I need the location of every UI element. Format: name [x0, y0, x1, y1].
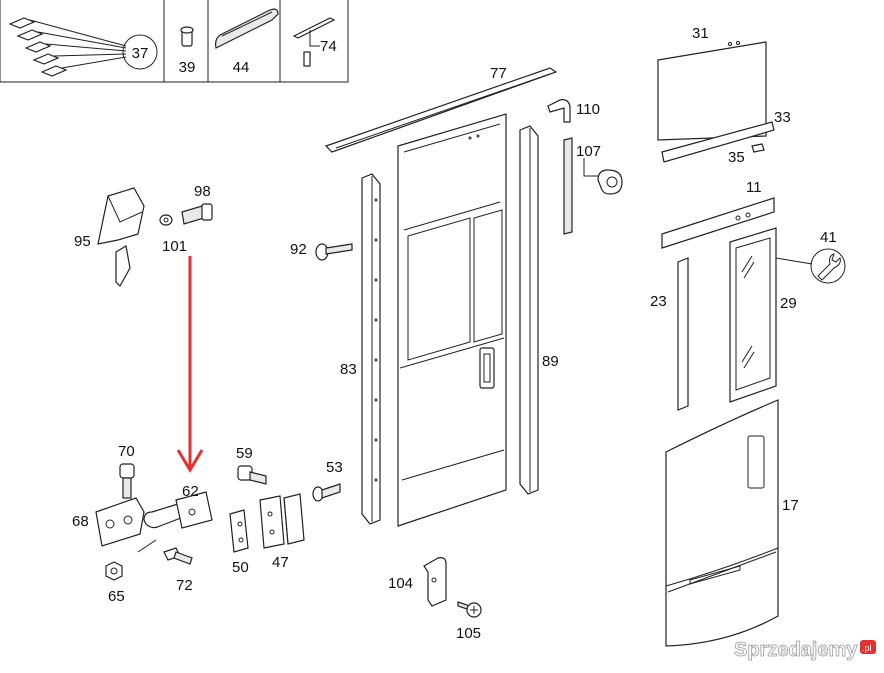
nut-65-part [105, 561, 123, 581]
label-77: 77 [490, 65, 507, 82]
label-105: 105 [456, 625, 481, 642]
hinge-bracket-68-part [95, 497, 145, 547]
hinge-link-62-part [137, 491, 213, 553]
bolt-98-part [181, 203, 213, 225]
label-50: 50 [232, 559, 249, 576]
upper-panel-part [657, 41, 767, 141]
label-92: 92 [290, 241, 307, 258]
label-47: 47 [272, 554, 289, 571]
watermark-badge [860, 640, 876, 654]
label-33: 33 [774, 109, 791, 126]
label-70: 70 [118, 443, 135, 460]
bolt-59-part [237, 465, 267, 485]
hinge-47-part [259, 493, 305, 549]
left-profile-part [361, 173, 381, 525]
trim-strip-11-part [661, 197, 775, 249]
label-107: 107 [576, 143, 601, 160]
screw-105-part [457, 601, 482, 618]
label-65: 65 [108, 588, 125, 605]
label-89: 89 [542, 353, 559, 370]
bolt-72-part [163, 547, 193, 565]
wrench-icon [810, 248, 846, 284]
label-95: 95 [74, 233, 91, 250]
label-37: 37 [132, 45, 149, 62]
label-39: 39 [179, 59, 196, 76]
bracket-part [97, 187, 145, 287]
watermark-text: Sprzedajemy [734, 639, 858, 661]
label-72: 72 [176, 577, 193, 594]
watermark-suffix: .pl [862, 643, 872, 653]
label-31: 31 [692, 25, 709, 42]
label-110: 110 [576, 101, 600, 118]
bolt-70-part [119, 463, 135, 499]
label-104: 104 [388, 575, 413, 592]
label-83: 83 [340, 361, 357, 378]
label-17: 17 [782, 497, 799, 514]
top-rail-part [324, 67, 558, 153]
washer-part [159, 214, 173, 226]
label-59: 59 [236, 445, 253, 462]
trim-strip-33-part [661, 121, 775, 163]
label-62: 62 [182, 483, 199, 500]
screw-92-part [315, 243, 353, 261]
side-strip-23-part [677, 257, 689, 411]
label-29: 29 [780, 295, 797, 312]
fuse-set-part [8, 17, 158, 77]
label-74: 74 [320, 38, 337, 55]
label-98: 98 [194, 183, 211, 200]
door-leaf-part [397, 113, 507, 527]
label-44: 44 [233, 59, 250, 76]
plate-50-part [229, 509, 249, 553]
window-frame-part [729, 227, 813, 403]
inset-table [0, 0, 349, 83]
label-101: 101 [162, 238, 187, 255]
elbow-fitting-part [547, 99, 571, 123]
gasket-strip-part [563, 137, 623, 235]
bracket-104-part [423, 557, 447, 607]
label-68: 68 [72, 513, 89, 530]
red-arrow [176, 256, 204, 473]
screw-53-part [312, 483, 341, 502]
seal-profile-part [215, 8, 279, 49]
label-23: 23 [650, 293, 667, 310]
screw-35-part [751, 143, 765, 153]
right-profile-part [519, 125, 539, 495]
lower-panel-part [665, 399, 779, 647]
label-35: 35 [728, 149, 745, 166]
clip-strip-part [292, 17, 336, 67]
watermark: Sprzedajemy .pl [734, 639, 876, 661]
label-11: 11 [746, 179, 762, 196]
plug-part [180, 26, 194, 47]
label-53: 53 [326, 459, 343, 476]
label-41: 41 [820, 229, 837, 246]
